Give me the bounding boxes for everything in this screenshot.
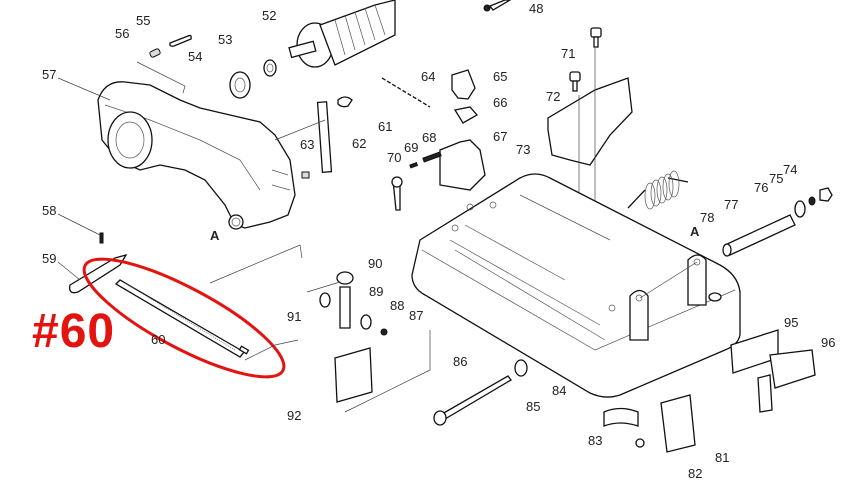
spring-68: [422, 151, 442, 163]
pin-69: [409, 162, 419, 169]
shaft-77: [724, 214, 796, 256]
lever-59: [69, 253, 128, 294]
part-label-57: 57: [42, 67, 57, 82]
part-label-52: 52: [262, 8, 277, 23]
bolt-71: [590, 27, 602, 38]
part-label-92: 92: [287, 408, 302, 423]
part-label-81: 81: [715, 450, 730, 465]
part-label-60: 60: [151, 332, 166, 347]
torsion-spring-78: [627, 170, 689, 210]
part-label-62: 62: [352, 136, 367, 151]
washer-75: [808, 196, 816, 206]
spring-56: [149, 48, 161, 58]
part-label-73: 73: [516, 142, 531, 157]
screw-82: [635, 438, 645, 448]
part-label-91: 91: [287, 309, 302, 324]
part-label-71: 71: [561, 46, 576, 61]
pad-96: [769, 349, 816, 389]
part-label-77: 77: [724, 197, 739, 212]
part-label-65: 65: [493, 69, 508, 84]
part-label-72: 72: [546, 89, 561, 104]
part-label-63: 63: [300, 137, 315, 152]
bracket-92: [334, 347, 373, 403]
washer-53: [263, 59, 277, 77]
part-label-70: 70: [387, 150, 402, 165]
part-label-95: 95: [784, 315, 799, 330]
part-label-68: 68: [422, 130, 437, 145]
cover-81: [660, 394, 696, 453]
part-label-84: 84: [552, 383, 567, 398]
part-label-83: 83: [588, 433, 603, 448]
part-label-59: 59: [42, 251, 57, 266]
part-label-78: 78: [700, 210, 715, 225]
washer-84: [514, 359, 528, 377]
bearing-54: [229, 71, 251, 99]
connector-label-a-left: A: [210, 228, 220, 243]
pin-89: [339, 286, 351, 329]
bolt-72: [569, 71, 581, 82]
ring-87: [380, 328, 388, 336]
part-label-88: 88: [390, 298, 405, 313]
part-label-67: 67: [493, 129, 508, 144]
part-label-48: 48: [529, 1, 544, 16]
block-65: [451, 69, 476, 100]
plate-62: [316, 101, 333, 173]
highlight-ellipse: [82, 257, 286, 379]
part-label-53: 53: [218, 32, 233, 47]
pin-58: [99, 232, 104, 244]
bolt-85: [441, 375, 512, 420]
part-label-55: 55: [136, 13, 151, 28]
chain-64: [381, 77, 431, 108]
set-screw-63: [301, 171, 310, 179]
part-label-75: 75: [769, 171, 784, 186]
highlight-part-callout: #60: [32, 305, 116, 358]
pin-55: [169, 34, 192, 47]
part-label-58: 58: [42, 203, 57, 218]
nut-74: [819, 187, 833, 202]
ring-90: [336, 271, 354, 285]
part-label-76: 76: [754, 180, 769, 195]
washer-76: [794, 200, 806, 218]
bolt-48: [488, 0, 512, 11]
part-label-96: 96: [821, 335, 836, 350]
part-label-90: 90: [368, 256, 383, 271]
washer-88: [360, 314, 372, 330]
part-label-54: 54: [188, 49, 203, 64]
foot-83: [603, 407, 639, 427]
part-label-87: 87: [409, 308, 424, 323]
washer-91: [319, 292, 331, 308]
part-label-89: 89: [369, 284, 384, 299]
wing-bolt-61: [337, 96, 353, 108]
part-label-85: 85: [526, 399, 541, 414]
part-label-56: 56: [115, 26, 130, 41]
part-label-64: 64: [421, 69, 436, 84]
part-label-66: 66: [493, 95, 508, 110]
clip-66: [453, 106, 479, 124]
armature-52: [288, 0, 396, 68]
gear-housing-57: [97, 81, 296, 230]
bracket-67: [439, 139, 486, 191]
connector-label-a-right: A: [690, 224, 700, 239]
part-label-82: 82: [688, 466, 703, 481]
part-label-86: 86: [453, 354, 468, 369]
part-label-74: 74: [783, 162, 798, 177]
angle-plate-73: [547, 77, 633, 166]
part-label-69: 69: [404, 140, 419, 155]
part-label-61: 61: [378, 119, 393, 134]
spring-rod-60: [114, 279, 250, 358]
